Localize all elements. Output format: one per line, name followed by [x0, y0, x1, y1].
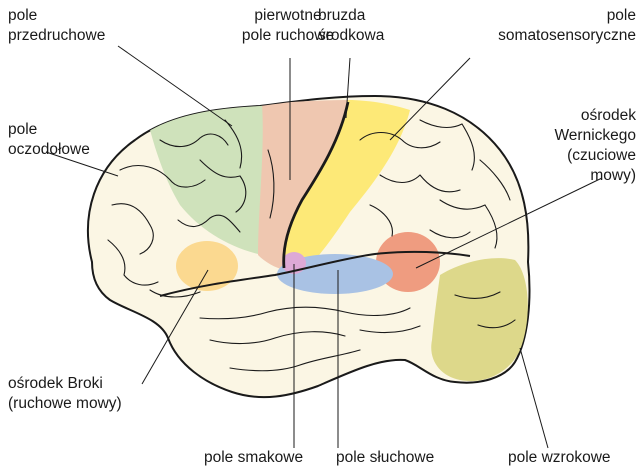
label-central-sulcus: bruzda środkowa: [318, 6, 384, 46]
label-gustatory: pole smakowe: [204, 448, 303, 468]
label-wernicke-line2: Wernickego: [554, 126, 636, 146]
label-somatosensory-line2: somatosensoryczne: [498, 26, 636, 46]
broca-area: [176, 241, 238, 291]
label-orbitofrontal: pole oczodołowe: [8, 120, 90, 160]
label-premotor: pole przedruchowe: [8, 6, 105, 46]
label-broca-line2: (ruchowe mowy): [8, 394, 122, 414]
label-central-sulcus-line2: środkowa: [318, 26, 384, 46]
label-broca-line1: ośrodek Broki: [8, 374, 122, 394]
label-central-sulcus-line1: bruzda: [318, 6, 384, 26]
leader-premotor: [118, 46, 232, 126]
label-wernicke-line4: mowy): [554, 166, 636, 186]
label-wernicke-line3: (czuciowe: [554, 146, 636, 166]
label-somatosensory-line1: pole: [498, 6, 636, 26]
label-orbitofrontal-line1: pole: [8, 120, 90, 140]
label-premotor-line1: pole: [8, 6, 105, 26]
label-orbitofrontal-line2: oczodołowe: [8, 140, 90, 160]
label-premotor-line2: przedruchowe: [8, 26, 105, 46]
label-visual: pole wzrokowe: [508, 448, 611, 468]
leader-visual: [520, 348, 548, 448]
label-wernicke: ośrodek Wernickego (czuciowe mowy): [554, 106, 636, 186]
label-broca: ośrodek Broki (ruchowe mowy): [8, 374, 122, 414]
label-somatosensory: pole somatosensoryczne: [498, 6, 636, 46]
label-wernicke-line1: ośrodek: [554, 106, 636, 126]
label-auditory: pole słuchowe: [336, 448, 434, 468]
